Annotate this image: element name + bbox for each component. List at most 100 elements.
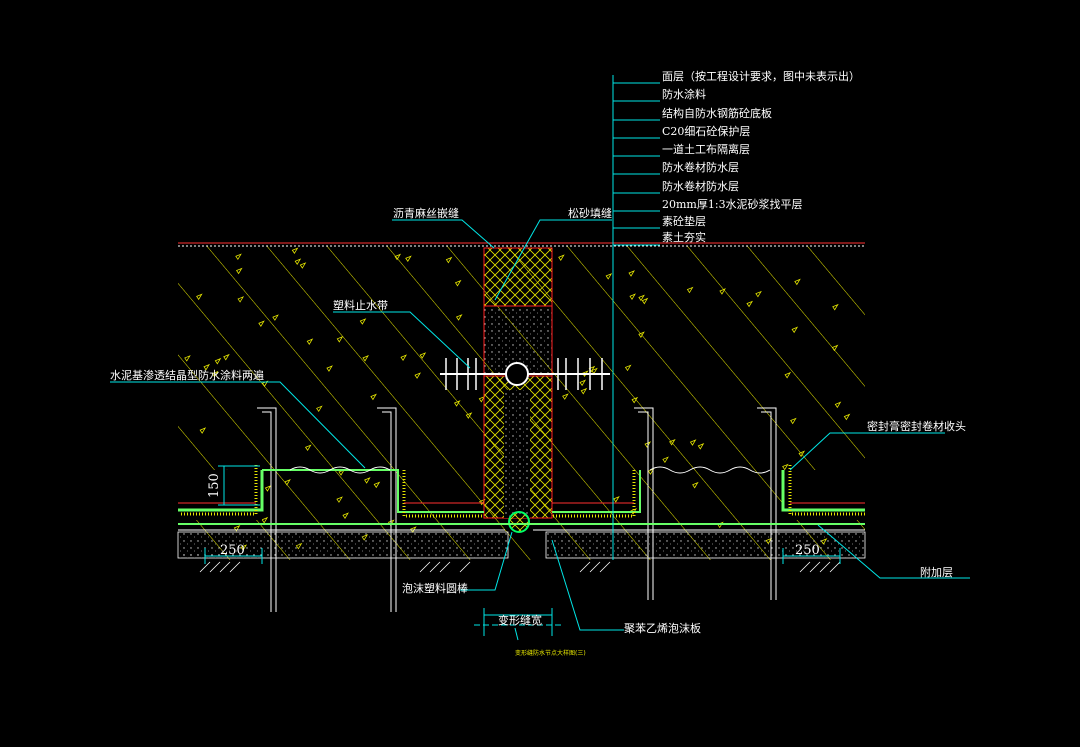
layer-label-2: 防水涂料 <box>662 87 706 101</box>
aggregate-mark <box>304 444 312 452</box>
aggregate-mark <box>834 401 842 409</box>
aggregate-mark <box>316 405 323 413</box>
callout-foam-rod: 泡沫塑料圆棒 <box>402 581 468 595</box>
aggregate-mark <box>362 355 369 362</box>
aggregate-mark <box>791 326 799 334</box>
aggregate-mark <box>613 496 620 503</box>
dim-width-left: 250 <box>220 543 245 558</box>
aggregate-mark <box>223 353 230 361</box>
aggregate-mark <box>235 253 242 261</box>
aggregate-mark <box>373 481 381 489</box>
aggregate-mark <box>453 400 461 407</box>
layer-label-5: 一道土工布隔离层 <box>662 142 750 156</box>
aggregate-mark <box>419 352 427 359</box>
subgrade <box>177 531 866 573</box>
joint-void-dots <box>504 390 530 518</box>
callout-asphalt-rope: 沥青麻丝嵌缝 <box>393 206 459 220</box>
aggregate-mark <box>647 468 655 475</box>
aggregate-mark <box>291 247 299 255</box>
callout-sealant-edge: 密封膏密封卷材收头 <box>867 419 966 433</box>
aggregate-mark <box>831 344 839 352</box>
aggregate-mark <box>359 318 367 325</box>
aggregate-mark <box>591 367 598 375</box>
aggregate-mark <box>558 254 565 261</box>
aggregate-mark <box>294 258 302 265</box>
aggregate-mark <box>629 293 636 300</box>
aggregate-mark <box>579 379 587 387</box>
aggregate-mark <box>342 512 349 519</box>
aggregate-mark <box>790 417 797 425</box>
callout-additional-layer: 附加层 <box>920 565 953 579</box>
aggregate-mark <box>746 300 754 308</box>
layer-label-3: 结构自防水钢筋砼底板 <box>662 106 772 120</box>
aggregate-mark <box>272 314 279 321</box>
aggregate-mark <box>400 354 407 361</box>
aggregate-mark <box>445 256 453 264</box>
aggregate-mark <box>628 270 635 277</box>
aggregate-mark <box>258 320 265 327</box>
waterproof-layers <box>178 465 865 531</box>
aggregate-mark <box>299 262 307 269</box>
aggregate-mark <box>692 481 699 489</box>
aggregate-mark <box>794 278 801 286</box>
aggregate-mark <box>689 439 697 446</box>
layer-label-7: 防水卷材防水层 <box>662 179 739 193</box>
drawing-title: 变形缝防水节点大样图(三) <box>515 649 586 657</box>
aggregate-mark <box>641 297 649 305</box>
asphalt-rope-fill <box>483 247 553 307</box>
layer-label-8: 20mm厚1:3水泥砂浆找平层 <box>662 197 803 211</box>
aggregate-mark <box>662 456 669 464</box>
aggregate-mark <box>214 357 222 365</box>
callout-cement-coating: 水泥基渗透结晶型防水涂料两遍 <box>110 368 264 382</box>
aggregate-mark <box>184 355 191 362</box>
aggregate-mark <box>697 443 705 450</box>
aggregate-mark <box>264 485 272 492</box>
aggregate-mark <box>719 288 726 295</box>
aggregate-mark <box>562 393 569 400</box>
aggregate-mark <box>755 290 762 298</box>
layer-label-6: 防水卷材防水层 <box>662 160 739 174</box>
aggregate-mark <box>237 296 245 303</box>
waterstop-bulb <box>505 362 529 386</box>
aggregate-mark <box>336 336 344 343</box>
aggregate-mark <box>364 477 371 484</box>
aggregate-mark <box>185 474 192 481</box>
callout-joint-width: 变形缝宽 <box>498 613 542 627</box>
layer-label-4: C20细石砼保护层 <box>662 124 750 138</box>
aggregate-mark <box>370 393 377 401</box>
aggregate-mark <box>306 338 314 345</box>
layer-label-1: 面层（按工程设计要求，图中未表示出） <box>662 69 860 83</box>
aggregate-mark <box>235 267 243 275</box>
callouts: 沥青麻丝嵌缝 松砂填缝 塑料止水带 水泥基渗透结晶型防水涂料两遍 密封膏密封卷材… <box>110 206 970 641</box>
aggregate-mark <box>784 371 792 379</box>
aggregate-mark <box>782 463 789 471</box>
callout-sand-fill: 松砂填缝 <box>568 206 612 220</box>
aggregate-mark <box>326 365 333 372</box>
dimensions: 150 250 250 <box>204 465 841 636</box>
aggregate-mark <box>843 413 851 421</box>
aggregate-mark <box>233 525 241 532</box>
aggregate-mark <box>336 496 343 503</box>
aggregate-mark <box>261 516 269 524</box>
aggregate-mark <box>454 279 462 287</box>
aggregate-mark <box>394 253 402 261</box>
aggregate-mark <box>414 372 422 379</box>
aggregate-mark <box>638 294 645 302</box>
aggregate-mark <box>211 370 219 378</box>
aggregate-mark <box>196 293 203 301</box>
aggregate-mark <box>798 450 806 458</box>
aggregate-mark <box>455 314 463 321</box>
aggregate-mark <box>405 255 412 262</box>
aggregate-mark <box>605 273 613 280</box>
dim-width-right: 250 <box>795 543 820 558</box>
foam-rod <box>508 511 530 533</box>
callout-polystyrene-board: 聚苯乙烯泡沫板 <box>624 621 701 635</box>
aggregate-mark <box>478 395 486 403</box>
waterstop-ribs <box>445 358 603 390</box>
aggregate-mark <box>631 396 639 404</box>
dim-height-left: 150 <box>207 473 222 498</box>
aggregate-mark <box>233 510 240 518</box>
aggregate-mark <box>199 427 207 434</box>
aggregate-mark <box>686 286 694 294</box>
